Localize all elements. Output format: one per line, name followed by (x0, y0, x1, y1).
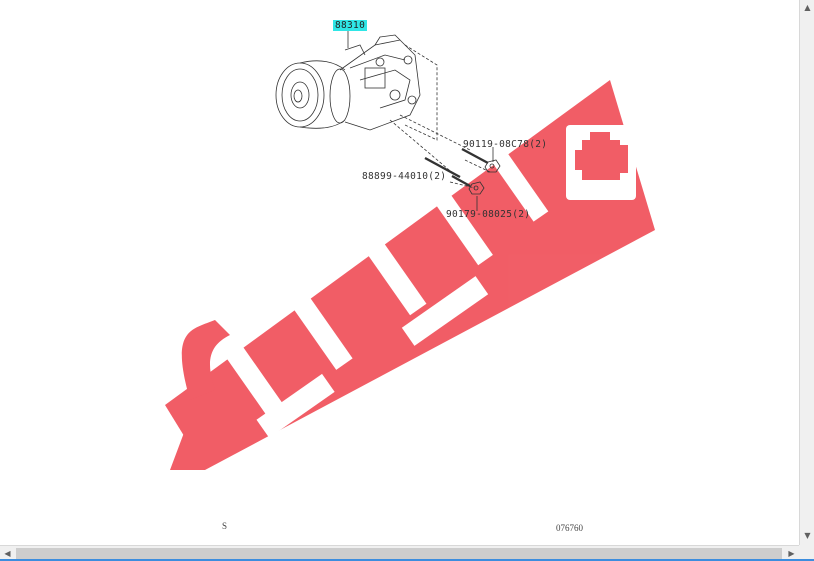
arrow-down-icon[interactable]: ▼ (804, 531, 811, 540)
arrow-up-icon[interactable]: ▲ (804, 3, 811, 12)
arrow-right-icon[interactable]: ▶ (788, 549, 795, 558)
part-label-90119[interactable]: 90119-08C78(2) (463, 139, 548, 150)
footer-left-text: S (222, 521, 228, 531)
horizontal-scrollbar[interactable]: ◀ ▶ (0, 545, 799, 561)
arrow-left-icon[interactable]: ◀ (4, 549, 11, 558)
compressor-drawing (275, 31, 501, 211)
part-label-88310[interactable]: 88310 (333, 20, 368, 31)
footer-figure-number: 076760 (556, 523, 583, 533)
watermark-logo (165, 80, 655, 470)
diagram-viewport: 88310 90119-08C78(2) 88899-44010(2) 9017… (165, 20, 655, 533)
horizontal-scroll-thumb[interactable] (16, 548, 782, 559)
part-label-90179[interactable]: 90179-08025(2) (446, 209, 531, 220)
compressor-diagram (165, 31, 655, 470)
vertical-scrollbar[interactable]: ▲ ▼ (799, 0, 814, 545)
bottom-accent-line (0, 559, 814, 561)
scrollbar-corner (799, 545, 814, 561)
part-label-88899[interactable]: 88899-44010(2) (362, 171, 447, 182)
